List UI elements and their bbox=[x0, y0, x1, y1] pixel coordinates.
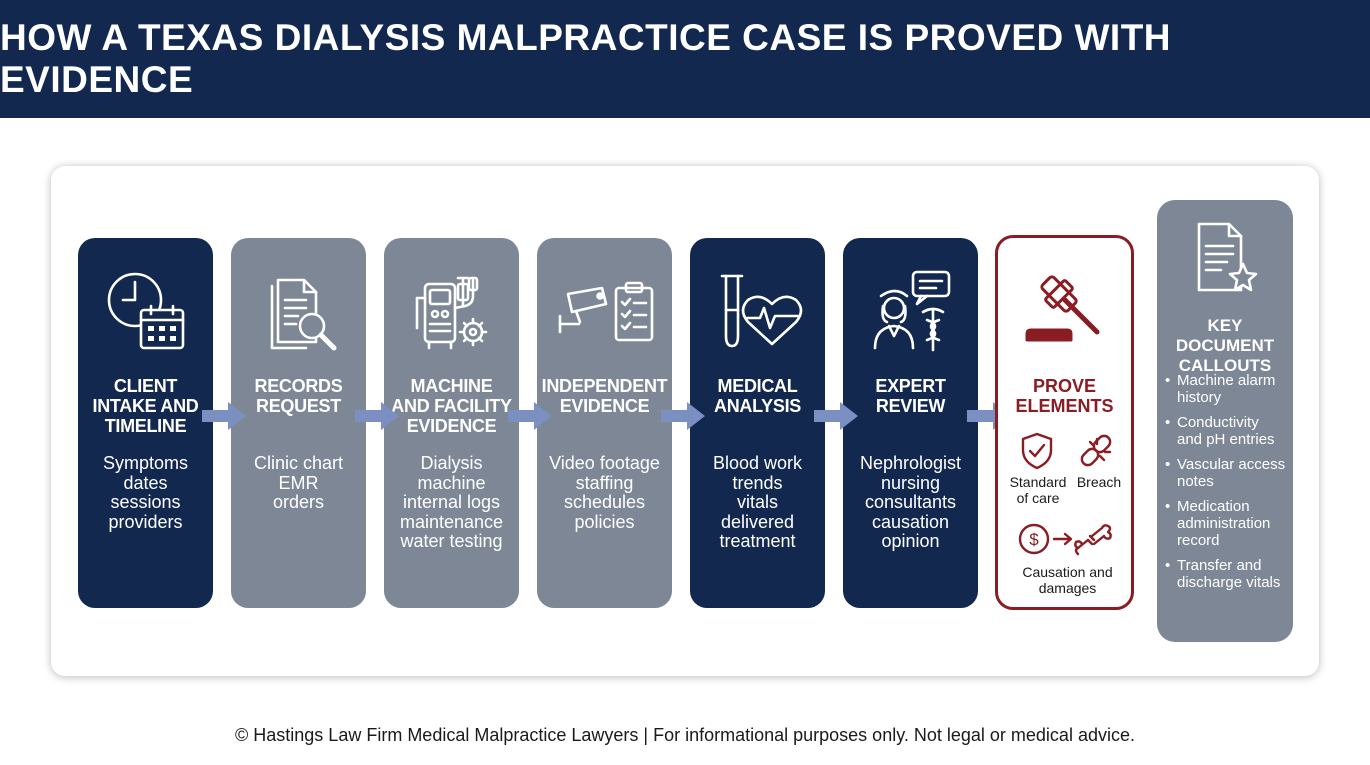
document-star-icon bbox=[1197, 222, 1258, 292]
svg-text:$: $ bbox=[1029, 530, 1039, 549]
element-breach: Breach bbox=[1076, 474, 1122, 490]
step-title: CLIENT INTAKE AND TIMELINE bbox=[92, 376, 199, 436]
step-card-client-intake: CLIENT INTAKE AND TIMELINE Symptoms date… bbox=[78, 238, 213, 608]
page-title: HOW A TEXAS DIALYSIS MALPRACTICE CASE IS… bbox=[0, 17, 1172, 100]
step-details: Blood work trends vitals delivered treat… bbox=[712, 453, 803, 552]
flow-arrow-icon bbox=[814, 402, 858, 430]
dialysis-machine-gear-icon bbox=[384, 266, 519, 356]
doctor-caduceus-icon bbox=[843, 266, 978, 356]
flow-arrow-icon bbox=[202, 402, 246, 430]
key-document-callouts: KEY DOCUMENT CALLOUTS Machine alarm hist… bbox=[1157, 200, 1293, 642]
step-card-medical-analysis: MEDICAL ANALYSIS Blood work trends vital… bbox=[690, 238, 825, 608]
callout-item: Vascular access notes bbox=[1165, 456, 1291, 490]
callout-item: Medication administration record bbox=[1165, 498, 1291, 549]
flow-arrow-icon bbox=[661, 402, 705, 430]
step-card-independent-evidence: INDEPENDENT EVIDENCE Video footage staff… bbox=[537, 238, 672, 608]
clock-calendar-icon bbox=[78, 266, 213, 356]
flow-arrow-icon bbox=[355, 402, 399, 430]
step-card-expert-review: EXPERT REVIEW Nephrologist nursing consu… bbox=[843, 238, 978, 608]
footer-disclaimer: © Hastings Law Firm Medical Malpractice … bbox=[235, 725, 1135, 745]
header-banner: HOW A TEXAS DIALYSIS MALPRACTICE CASE IS… bbox=[0, 0, 1370, 118]
step-details: Nephrologist nursing consultants causati… bbox=[859, 453, 962, 552]
element-causation-damages: Causation and damages bbox=[1022, 564, 1113, 596]
gavel-icon bbox=[1025, 275, 1100, 342]
step-title: RECORDS REQUEST bbox=[254, 376, 343, 416]
prove-title: PROVE ELEMENTS bbox=[1015, 376, 1114, 416]
shield-check-icon bbox=[1021, 432, 1053, 470]
prove-elements-card: PROVE ELEMENTS Standard of care Breach $… bbox=[995, 235, 1134, 610]
step-details: Dialysis machine internal logs maintenan… bbox=[399, 453, 504, 552]
document-search-icon bbox=[231, 266, 366, 356]
step-card-records-request: RECORDS REQUEST Clinic chart EMR orders bbox=[231, 238, 366, 608]
callout-item: Transfer and discharge vitals bbox=[1165, 557, 1291, 591]
camera-clipboard-icon bbox=[537, 266, 672, 356]
step-details: Clinic chart EMR orders bbox=[253, 453, 344, 513]
step-title: MACHINE AND FACILITY EVIDENCE bbox=[391, 376, 512, 436]
callout-item: Conductivity and pH entries bbox=[1165, 414, 1291, 448]
key-documents-title: KEY DOCUMENT CALLOUTS bbox=[1175, 316, 1275, 375]
step-title: MEDICAL ANALYSIS bbox=[714, 376, 801, 416]
step-title: EXPERT REVIEW bbox=[875, 376, 946, 416]
test-tube-heart-icon bbox=[690, 266, 825, 356]
step-card-machine-facility: MACHINE AND FACILITY EVIDENCE Dialysis m… bbox=[384, 238, 519, 608]
step-title: INDEPENDENT EVIDENCE bbox=[541, 376, 668, 416]
dollar-arrow-broken-bone-icon: $ bbox=[1018, 523, 1112, 556]
broken-chain-icon bbox=[1080, 434, 1112, 467]
step-details: Video footage staffing schedules policie… bbox=[549, 453, 660, 532]
flow-arrow-icon bbox=[508, 402, 552, 430]
callout-item: Machine alarm history bbox=[1165, 372, 1291, 406]
callout-list: Machine alarm history Conductivity and p… bbox=[1165, 372, 1291, 599]
step-details: Symptoms dates sessions providers bbox=[102, 453, 189, 532]
element-standard-of-care: Standard of care bbox=[1009, 474, 1067, 506]
